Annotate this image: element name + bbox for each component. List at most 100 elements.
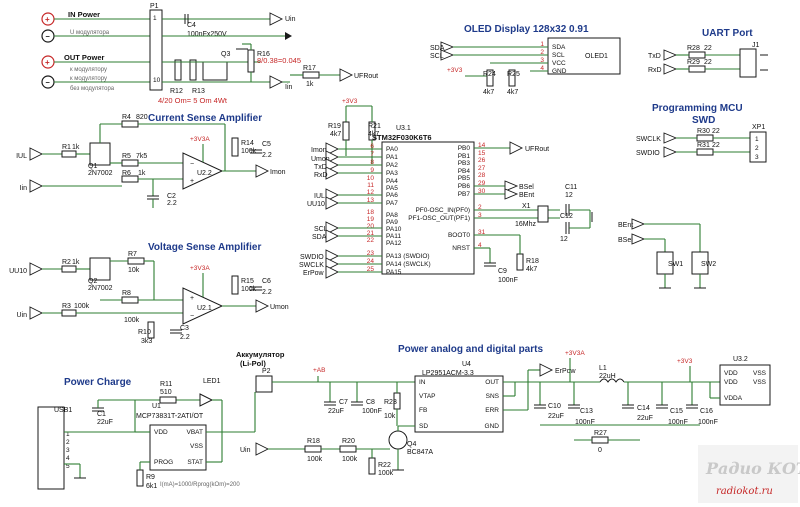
power-io-block: + − + − IN Power U модулятора OUT Power … bbox=[41, 3, 378, 105]
u32-pin-label: VDD bbox=[724, 379, 738, 386]
c12-value: 12 bbox=[560, 236, 568, 243]
svg-text:4: 4 bbox=[66, 455, 70, 462]
mcu-pin-label: PA3 bbox=[386, 170, 398, 177]
net-swclk-mcu: SWCLK bbox=[299, 262, 324, 269]
r8-value: 100k bbox=[124, 317, 140, 324]
c2-value: 2.2 bbox=[167, 200, 177, 207]
q2-value: 2N7002 bbox=[88, 285, 113, 292]
c6-value: 2.2 bbox=[262, 289, 272, 296]
r16-value: 8/0.38=0.045 bbox=[257, 56, 301, 65]
c1-ref: C1 bbox=[97, 411, 106, 418]
out-sub3: без модулятора bbox=[70, 86, 115, 92]
terminal-out-plus: + bbox=[41, 55, 55, 69]
r8-ref: R8 bbox=[122, 290, 131, 297]
current-amp-title: Current Sense Amplifier bbox=[148, 113, 262, 124]
r4-value: 820 bbox=[136, 114, 148, 121]
voltage-amp-title: Voltage Sense Amplifier bbox=[148, 242, 261, 253]
resistor-r15 bbox=[231, 275, 239, 295]
u32-ref: U3.2 bbox=[733, 356, 748, 363]
r12-ref: R12 bbox=[170, 88, 183, 95]
mcu-pin-label: PA5 bbox=[386, 185, 398, 192]
q3-ref: Q3 bbox=[221, 51, 230, 58]
net-sda-mcu: SDA bbox=[312, 234, 327, 241]
swd-title: SWD bbox=[692, 115, 715, 126]
r20-value: 100k bbox=[342, 456, 358, 463]
net-uu10: UU10 bbox=[9, 268, 27, 275]
mcu-pin-number: 20 bbox=[367, 223, 375, 230]
c4-ref: C4 bbox=[187, 22, 196, 29]
u1-pin-label: PROG bbox=[154, 459, 173, 466]
r15-ref: R15 bbox=[241, 278, 254, 285]
mcu-pin-label: NRST bbox=[452, 245, 470, 252]
ldo-u4 bbox=[414, 375, 504, 433]
mcu-pin-number: 26 bbox=[478, 157, 486, 164]
net-iul-mcu: IUL bbox=[314, 193, 325, 200]
p2-ref: P2 bbox=[262, 368, 271, 375]
r2-value: 1k bbox=[72, 259, 80, 266]
mcu-pin-label: PA15 bbox=[386, 269, 402, 276]
net-scl-oled: SCL bbox=[430, 53, 444, 60]
r29-ref: R29 bbox=[687, 59, 700, 66]
mcu-pin-label: PB5 bbox=[458, 175, 471, 182]
mcu-pin-number: 23 bbox=[367, 250, 375, 257]
u22-ref: U2.2 bbox=[197, 170, 212, 177]
r18mcu-ref: R18 bbox=[526, 258, 539, 265]
c14-value: 22uF bbox=[637, 415, 653, 422]
resistor-r22 bbox=[368, 457, 376, 475]
l1-ref: L1 bbox=[599, 365, 607, 372]
r9-ref: R9 bbox=[146, 474, 155, 481]
r28-value: 22 bbox=[704, 45, 712, 52]
r21-ref: R21 bbox=[368, 123, 381, 130]
led1-ref: LED1 bbox=[203, 378, 221, 385]
resistor-r18 bbox=[304, 445, 322, 453]
r10-value: 3k3 bbox=[141, 338, 152, 345]
svg-text:1: 1 bbox=[153, 15, 157, 22]
vab-label: +AB bbox=[313, 367, 325, 374]
svg-text:−: − bbox=[46, 32, 51, 41]
resistor-r30 bbox=[696, 134, 714, 142]
terminal-out-minus: − bbox=[41, 75, 55, 89]
c16-ref: C16 bbox=[700, 408, 713, 415]
net-uin-q4: Uin bbox=[240, 447, 251, 454]
r17-ref: R17 bbox=[303, 65, 316, 72]
mcu-pin-number: 4 bbox=[478, 242, 482, 249]
net-uin-amp: Uin bbox=[16, 312, 27, 319]
jack-j1 bbox=[739, 48, 757, 78]
net-bsel-btn: BSel bbox=[618, 237, 633, 244]
oled-pin-label: VCC bbox=[552, 60, 566, 67]
charge-note: I(mA)=1000/Rprog(kOm)=200 bbox=[160, 482, 240, 488]
svg-text:2: 2 bbox=[755, 145, 759, 152]
q4-ref: Q4 bbox=[407, 441, 416, 448]
net-txd-mcu: TxD bbox=[314, 164, 327, 171]
mcu-pin-label: PA0 bbox=[386, 146, 398, 153]
net-txd-uart: TxD bbox=[648, 53, 661, 60]
r28-ref: R28 bbox=[687, 45, 700, 52]
r14-value: 100k bbox=[241, 148, 257, 155]
resistor-r27 bbox=[591, 436, 609, 444]
u3-ref: U3.1 bbox=[396, 125, 411, 132]
mcu-pin-number: 8 bbox=[370, 159, 374, 166]
net-uin-top: Uin bbox=[285, 16, 296, 23]
net-iin-amp: Iin bbox=[20, 185, 28, 192]
c9-value: 100nF bbox=[498, 277, 518, 284]
in-power-label: IN Power bbox=[68, 10, 100, 19]
power-charge-title: Power Charge bbox=[64, 377, 132, 388]
net-umon-out: Umon bbox=[270, 304, 289, 311]
net-iul: IUL bbox=[16, 153, 27, 160]
c5-value: 2.2 bbox=[262, 152, 272, 159]
mcu-pin-label: PA7 bbox=[386, 200, 398, 207]
led1-diode bbox=[199, 393, 214, 407]
mcu-pin-label: PA10 bbox=[386, 226, 402, 233]
terminal-in-plus: + bbox=[41, 12, 55, 26]
r23-ref: R23 bbox=[384, 399, 397, 406]
v33a-amp1: +3V3A bbox=[190, 136, 210, 143]
in-power-sublabel: U модулятора bbox=[70, 30, 110, 36]
u1-pin-label: VBAT bbox=[187, 429, 204, 436]
swd-block: Programming MCU SWD SWCLK SWDIO R30 22 R… bbox=[636, 103, 767, 163]
mcu-block: +3V3 R19 4k7 R21 4k7 U3.1 STM32F030K6T6 … bbox=[299, 98, 593, 284]
net-swdio-mcu: SWDIO bbox=[300, 254, 324, 261]
resistor-r8 bbox=[121, 296, 139, 304]
out-power-label: OUT Power bbox=[64, 53, 105, 62]
resistor-r4 bbox=[121, 120, 139, 128]
